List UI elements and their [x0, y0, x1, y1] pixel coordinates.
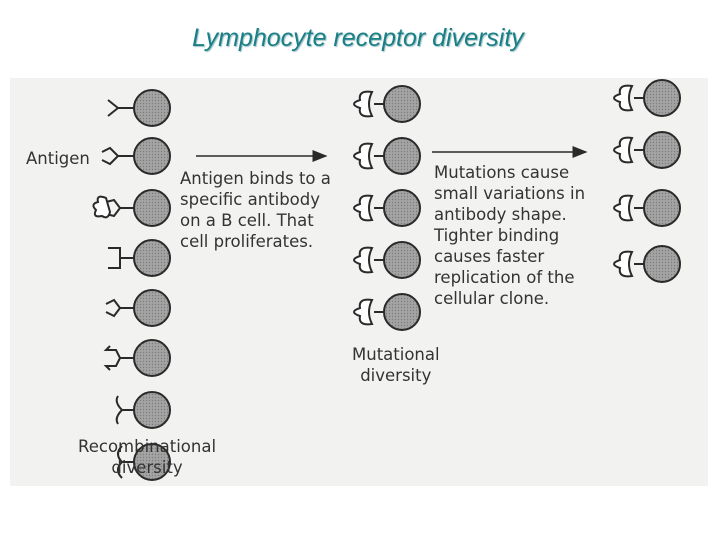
b-cell — [613, 189, 681, 227]
b-cell — [117, 443, 171, 481]
b-cell — [613, 131, 681, 169]
selected-cells — [613, 79, 681, 283]
b-cell — [105, 289, 171, 327]
binding-description: Antigen binds to a specific antibody on … — [180, 169, 331, 251]
b-cell — [353, 137, 421, 175]
recombinational-cells — [92, 89, 171, 481]
diagram-graphics — [92, 79, 681, 481]
b-cell — [103, 339, 171, 377]
recombinational-diversity-label: Recombinational diversity — [78, 437, 217, 477]
b-cell — [108, 239, 171, 277]
mutation-description: Mutations cause small variations in anti… — [434, 163, 586, 308]
b-cell — [353, 241, 421, 279]
antigen-shape — [92, 195, 112, 219]
b-cell — [613, 245, 681, 283]
b-cell — [353, 85, 421, 123]
b-cell — [107, 89, 171, 127]
diversity-diagram: Antigen Antigen binds to a specific anti… — [10, 78, 708, 486]
b-cell — [353, 189, 421, 227]
b-cell — [101, 137, 171, 175]
mutational-diversity-label: Mutational diversity — [352, 345, 440, 385]
b-cell — [105, 189, 171, 227]
mutational-cells — [353, 85, 421, 331]
b-cell — [353, 293, 421, 331]
antigen-label: Antigen — [26, 149, 90, 168]
slide-title: Lymphocyte receptor diversity — [192, 24, 524, 52]
b-cell — [115, 391, 171, 429]
b-cell — [613, 79, 681, 117]
